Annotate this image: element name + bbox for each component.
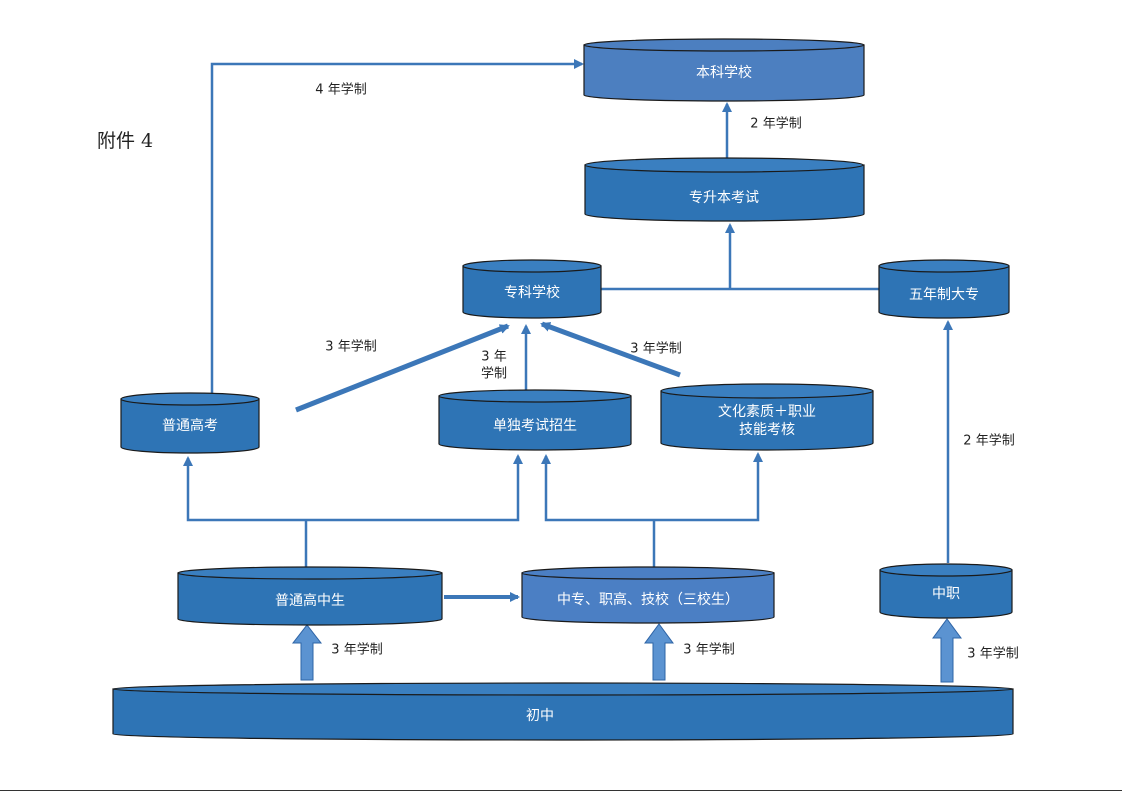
edge-label-three-year-bottom-left: 3 年学制 xyxy=(331,642,382,658)
edge-label-three-year-mid-1: 3 年 xyxy=(481,350,506,365)
edge-skill-to-college xyxy=(540,321,681,378)
edge-gaokao-to-college xyxy=(295,323,510,413)
node-label-separate-exam: 单独考试招生 xyxy=(493,418,577,434)
node-separate-exam: 单独考试招生 xyxy=(438,389,632,451)
page-bottom-rule xyxy=(0,790,1122,791)
edge-label-four-year: 4 年学制 xyxy=(315,82,366,98)
node-label-upgrade-exam: 专升本考试 xyxy=(689,190,759,206)
node-label-culture-skill-1: 文化素质＋职业 xyxy=(718,404,816,420)
edge-label-three-year-right: 3 年学制 xyxy=(630,341,681,357)
node-junior-high: 初中 xyxy=(112,682,1014,741)
node-label-high-school: 普通高中生 xyxy=(275,592,345,609)
node-label-gaokao: 普通高考 xyxy=(162,417,218,434)
node-label-secondary-vocational: 中职 xyxy=(932,586,960,602)
node-five-year-college: 五年制大专 xyxy=(878,259,1010,319)
node-secondary-vocational: 中职 xyxy=(879,563,1013,619)
edge-label-three-year-bottom-right: 3 年学制 xyxy=(967,646,1018,662)
node-label-culture-skill-2: 技能考核 xyxy=(739,422,795,438)
node-junior-college: 专科学校 xyxy=(462,259,602,319)
block-arrow-junior-to-highschool xyxy=(291,624,323,681)
node-label-five-year-college: 五年制大专 xyxy=(909,287,979,303)
edge-label-three-year-left: 3 年学制 xyxy=(325,339,376,355)
edge-label-two-year-right: 2 年学制 xyxy=(963,433,1014,449)
block-arrow-junior-to-vocational xyxy=(644,623,674,681)
attachment-label: 附件 4 xyxy=(97,130,153,152)
node-culture-skill: 文化素质＋职业 技能考核 xyxy=(660,383,874,451)
block-arrow-junior-to-secondary xyxy=(932,618,962,683)
edge-vocational-to-skill xyxy=(654,452,763,522)
node-vocational-three: 中专、职高、技校（三校生） xyxy=(521,566,775,624)
node-high-school: 普通高中生 xyxy=(177,566,443,626)
node-label-bachelor-school: 本科学校 xyxy=(696,64,752,81)
edge-label-bg-mid xyxy=(474,348,514,382)
edge-vocational-to-separate xyxy=(541,454,654,522)
edge-highschool-to-separate xyxy=(306,454,523,522)
edge-gaokao-to-bachelor xyxy=(210,59,584,394)
edge-label-three-year-bottom-mid: 3 年学制 xyxy=(683,642,734,658)
edge-highschool-to-gaokao xyxy=(183,456,306,522)
node-label-junior-high: 初中 xyxy=(526,707,554,724)
node-gaokao: 普通高考 xyxy=(120,392,260,454)
edge-label-two-year-top: 2 年学制 xyxy=(750,116,801,132)
node-bachelor-school: 本科学校 xyxy=(583,38,865,102)
node-label-vocational-three: 中专、职高、技校（三校生） xyxy=(557,591,739,608)
node-upgrade-exam: 专升本考试 xyxy=(584,157,865,222)
edge-label-three-year-mid-2: 学制 xyxy=(481,366,507,382)
node-label-junior-college: 专科学校 xyxy=(504,284,560,301)
